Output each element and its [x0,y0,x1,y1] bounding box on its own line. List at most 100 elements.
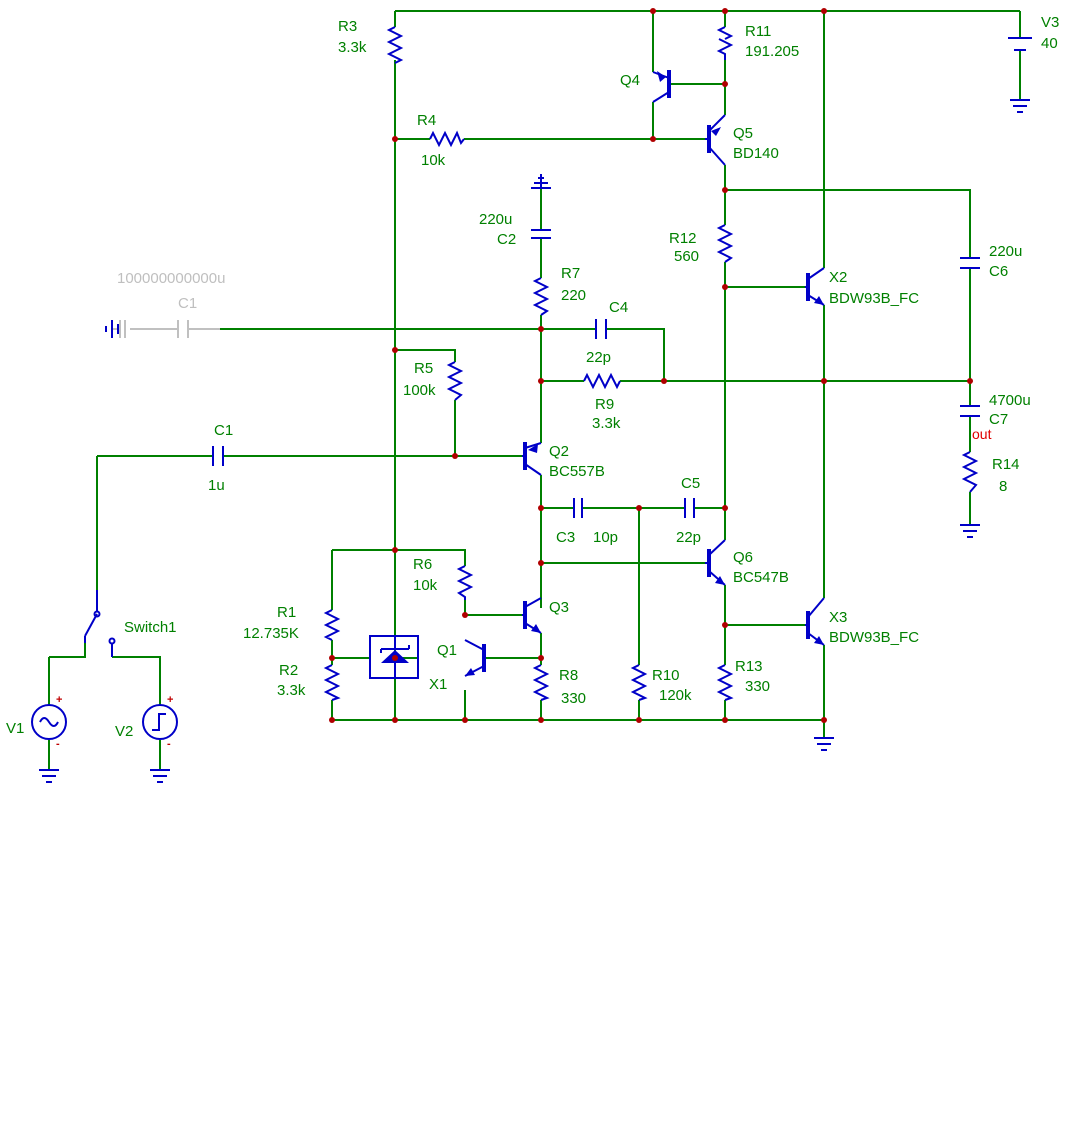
label-q1-ref: Q1 [437,642,457,659]
label-r9-value: 3.3k [592,415,621,432]
label-r9-ref: R9 [595,396,614,413]
resistor-r7 [532,277,550,316]
resistor-r9 [583,372,621,390]
label-v1-plus: + [56,694,62,706]
ground-c1-icon [105,320,119,338]
label-x2-ref: X2 [829,269,847,286]
label-r1-value: 12.735K [243,625,299,642]
label-q2-model: BC557B [549,463,605,480]
resistor-r1 [323,609,341,641]
label-v1-ref: V1 [6,720,24,737]
labels: R3 3.3k R11 191.205 V3 40 Q4 Q5 BD140 R4… [6,14,1059,750]
label-r1-ref: R1 [277,604,296,621]
label-r6-ref: R6 [413,556,432,573]
label-switch1-ref: Switch1 [124,619,177,636]
resistor-r14 [961,451,979,493]
transistor-x3 [805,597,825,646]
resistor-r2 [323,664,341,701]
label-q4-ref: Q4 [620,72,640,89]
label-r14-ref: R14 [992,456,1020,473]
capacitor-c4 [595,319,607,339]
label-r14-value: 8 [999,478,1007,495]
capacitor-c5 [684,498,695,518]
label-r5-ref: R5 [414,360,433,377]
ground-v1-icon [39,769,59,783]
label-c3-ref: C3 [556,529,575,546]
label-r5-value: 100k [403,382,436,399]
label-x1-ref: X1 [429,676,447,693]
label-v2-ref: V2 [115,723,133,740]
voltage-source-v1 [31,704,67,740]
transistor-x2 [805,267,825,306]
transistor-q4 [652,70,671,103]
label-c2-ref: C2 [497,231,516,248]
label-c7-value: 4700u [989,392,1031,409]
label-c5-ref: C5 [681,475,700,492]
label-r8-value: 330 [561,690,586,707]
label-r7-value: 220 [561,287,586,304]
resistor-r13 [716,664,734,701]
ground-c2-icon [531,174,551,189]
label-c1-disabled-ref: C1 [178,295,197,312]
label-c1-ref: C1 [214,422,233,439]
label-v3-ref: V3 [1041,14,1059,31]
label-c7-ref: C7 [989,411,1008,428]
label-c4-value: 22p [586,349,611,366]
transistor-q3 [522,597,542,634]
resistor-r12 [716,224,734,263]
capacitors [212,37,1032,518]
ground-v3-icon [1010,99,1030,113]
label-r13-value: 330 [745,678,770,695]
label-q6-model: BC547B [733,569,789,586]
label-c6-ref: C6 [989,263,1008,280]
label-r12-value: 560 [674,248,699,265]
label-q6-ref: Q6 [733,549,753,566]
label-q2-ref: Q2 [549,443,569,460]
label-r2-value: 3.3k [277,682,306,699]
label-q3-ref: Q3 [549,599,569,616]
label-c5-value: 22p [676,529,701,546]
capacitor-c1 [212,446,224,466]
transistor-q1 [464,639,486,677]
label-r12-ref: R12 [669,230,697,247]
label-r10-ref: R10 [652,667,680,684]
label-x3-model: BDW93B_FC [829,629,919,646]
resistor-r5 [446,361,464,401]
transistors [464,70,825,677]
label-out-node: out [972,426,992,442]
transistor-q6 [705,539,726,586]
transistor-q2 [522,442,542,476]
resistor-r4 [429,130,465,148]
label-q5-model: BD140 [733,145,779,162]
resistor-r11 [716,26,734,60]
capacitor-c2 [531,229,551,239]
capacitor-c6 [960,257,980,269]
label-r4-value: 10k [421,152,446,169]
label-r11-ref: R11 [745,23,771,40]
label-r8-ref: R8 [559,667,578,684]
ground-v2-icon [150,769,170,783]
capacitor-c7 [960,405,980,417]
label-v2-plus: + [167,694,173,706]
label-r6-value: 10k [413,577,438,594]
label-r3-ref: R3 [338,18,357,35]
label-v2-minus: - [167,738,171,750]
ground-r14-icon [960,524,980,538]
label-r11-value: 191.205 [745,43,799,60]
voltage-source-v2 [142,704,178,740]
label-r2-ref: R2 [279,662,298,679]
label-x3-ref: X3 [829,609,847,626]
label-r3-value: 3.3k [338,39,367,56]
label-c2-value: 220u [479,211,512,228]
resistor-r3 [386,26,404,64]
switch-switch1[interactable] [84,590,116,657]
resistor-r8 [532,664,550,701]
disabled-capacitor-c1[interactable] [112,320,220,338]
wires [48,10,1021,770]
label-r10-value: 120k [659,687,692,704]
label-v3-value: 40 [1041,35,1058,52]
label-r7-ref: R7 [561,265,580,282]
label-c3-value: 10p [593,529,618,546]
label-v1-minus: - [56,738,60,750]
